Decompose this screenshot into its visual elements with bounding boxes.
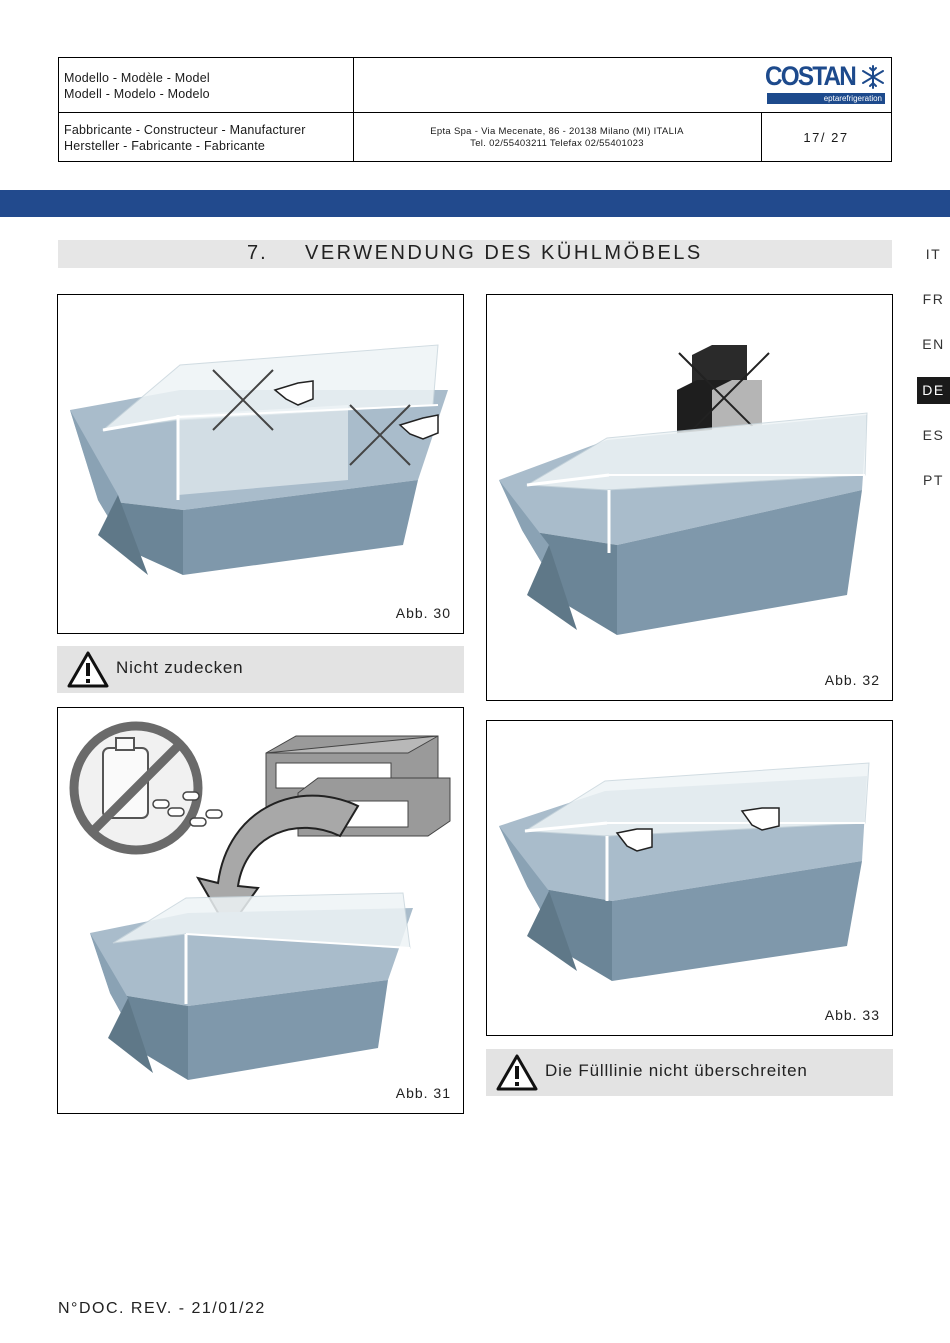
figure-32-caption: Abb. 32: [824, 672, 880, 688]
figure-31-caption: Abb. 31: [395, 1085, 451, 1101]
costan-logo: COSTAN eptarefrigeration: [765, 61, 887, 107]
snowflake-icon: [862, 65, 884, 89]
address-line-1: Epta Spa - Via Mecenate, 86 - 20138 Mila…: [430, 126, 684, 137]
figure-31: Abb. 31: [57, 707, 464, 1114]
section-title: VERWENDUNG DES KÜHLMÖBELS: [305, 242, 703, 264]
lang-tab-de[interactable]: DE: [917, 377, 950, 404]
lang-tab-en[interactable]: EN: [922, 336, 945, 352]
model-label: Modello - Modèle - Model Modell - Modelo…: [64, 70, 210, 102]
figure-32: Abb. 32: [486, 294, 893, 701]
model-label-line-1: Modello - Modèle - Model: [64, 71, 210, 85]
brand-band: [0, 190, 950, 217]
warning-fill-line: Die Fülllinie nicht überschreiten: [486, 1049, 893, 1096]
figure-33-caption: Abb. 33: [824, 1007, 880, 1023]
address-line-2: Tel. 02/55403211 Telefax 02/55401023: [470, 138, 644, 149]
logo-subtitle: eptarefrigeration: [767, 93, 885, 104]
warning-triangle-icon: [496, 1054, 538, 1091]
manufacturer-label-line-2: Hersteller - Fabricante - Fabricante: [64, 139, 266, 153]
logo-brand-text: COSTAN: [765, 61, 857, 91]
display-case-no-loads-on-top-illustration: [499, 345, 868, 635]
page-number: 17/ 27: [803, 130, 849, 145]
display-case-fill-line-illustration: [499, 762, 870, 981]
header-table: Modello - Modèle - Model Modell - Modelo…: [58, 57, 892, 162]
lang-tab-es[interactable]: ES: [922, 427, 945, 443]
warning-text: Die Fülllinie nicht überschreiten: [545, 1061, 808, 1080]
figure-30: Abb. 30: [57, 294, 464, 634]
figure-33: Abb. 33: [486, 720, 893, 1036]
lang-tab-fr[interactable]: FR: [922, 291, 945, 307]
figure-30-caption: Abb. 30: [395, 605, 451, 621]
display-case-no-chemicals-illustration: [69, 721, 451, 1080]
section-title-bar: [58, 240, 892, 268]
warning-do-not-cover: Nicht zudecken: [57, 646, 464, 693]
warning-triangle-icon: [67, 651, 109, 688]
manufacturer-label-line-1: Fabbricante - Constructeur - Manufacture…: [64, 123, 306, 137]
manufacturer-label: Fabbricante - Constructeur - Manufacture…: [64, 122, 306, 154]
document-footer: N°DOC. REV. - 21/01/22: [58, 1300, 266, 1317]
lang-tab-it[interactable]: IT: [925, 246, 942, 262]
model-label-line-2: Modell - Modelo - Modelo: [64, 87, 210, 101]
section-number: 7.: [247, 242, 268, 264]
display-case-covered-illustration: [70, 344, 448, 575]
warning-text: Nicht zudecken: [116, 658, 244, 677]
lang-tab-pt[interactable]: PT: [923, 472, 944, 488]
manufacturer-address: Epta Spa - Via Mecenate, 86 - 20138 Mila…: [359, 126, 755, 150]
